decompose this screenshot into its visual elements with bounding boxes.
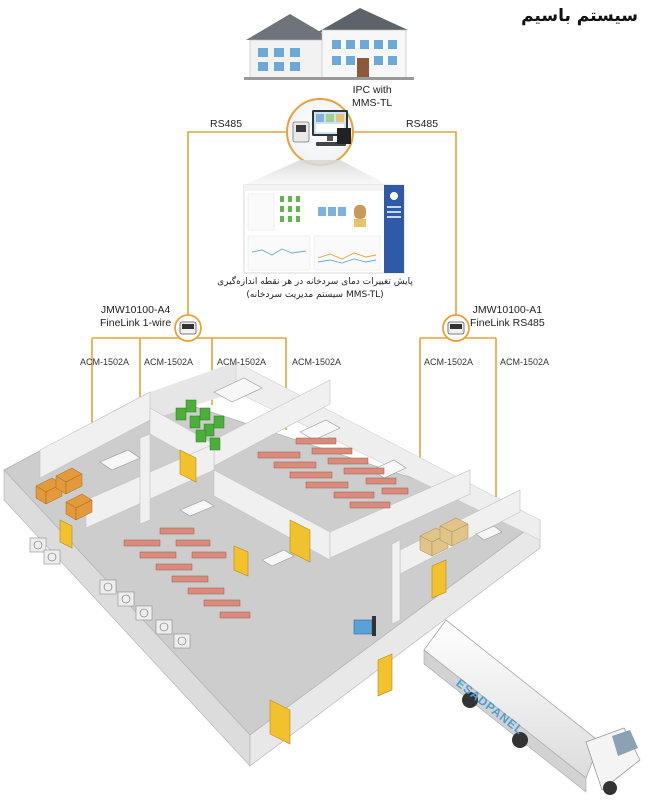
acm-label: ACM-1502A	[144, 357, 194, 367]
controller-right-protocol: FineLink RS485	[470, 317, 545, 329]
door-set	[59, 449, 447, 745]
controller-right-icon	[442, 314, 470, 342]
page-title: سیستم باسیم	[521, 6, 638, 26]
caption-line2: (MMS-TL سیستم مدیریت سردخانه)	[246, 290, 384, 300]
pink-racks-lower	[123, 527, 251, 619]
tan-boxes	[419, 517, 469, 557]
acm-label: ACM-1502A	[80, 357, 130, 367]
evaporator-units	[99, 377, 503, 567]
rs485-wire-left	[187, 131, 290, 318]
pink-racks	[257, 437, 409, 509]
caption-line1: پایش تغییرات دمای سردخانه در هر نقطه اند…	[217, 277, 413, 287]
dashboard-caption: پایش تغییرات دمای سردخانه در هر نقطه اند…	[210, 276, 420, 302]
delivery-truck-icon	[423, 619, 641, 795]
acm-label: ACM-1502A	[292, 357, 342, 367]
rs485-label-right: RS485	[406, 118, 439, 130]
controller-left-label: JMW10100-A4 FineLink 1-wire	[100, 304, 171, 330]
rs485-label-left: RS485	[210, 118, 243, 130]
condenser-units	[29, 537, 191, 649]
acm-label: ACM-1502A	[424, 357, 474, 367]
cold-storage-facility	[3, 361, 541, 767]
screen-beam	[244, 160, 388, 185]
controller-right-model: JMW10100-A1	[472, 304, 543, 316]
ipc-label-line1: IPC with	[352, 84, 392, 96]
controller-left-protocol: FineLink 1-wire	[100, 317, 172, 329]
office-building-icon	[244, 8, 414, 80]
acm-label: ACM-1502A	[500, 357, 550, 367]
rs485-wire-right	[354, 131, 457, 318]
monitoring-dashboard	[243, 184, 405, 274]
ipc-label-line2: MMS-TL	[352, 97, 393, 109]
controller-right-label: JMW10100-A1 FineLink RS485	[470, 304, 545, 330]
acm-label: ACM-1502A	[217, 357, 267, 367]
ipc-workstation	[286, 98, 354, 166]
green-crates	[175, 399, 225, 451]
controller-left-icon	[174, 314, 202, 342]
ipc-label: IPC with MMS-TL	[352, 84, 392, 110]
orange-boxes	[35, 467, 93, 521]
forklift-icon	[353, 616, 376, 636]
controller-left-model: JMW10100-A4	[100, 304, 171, 316]
